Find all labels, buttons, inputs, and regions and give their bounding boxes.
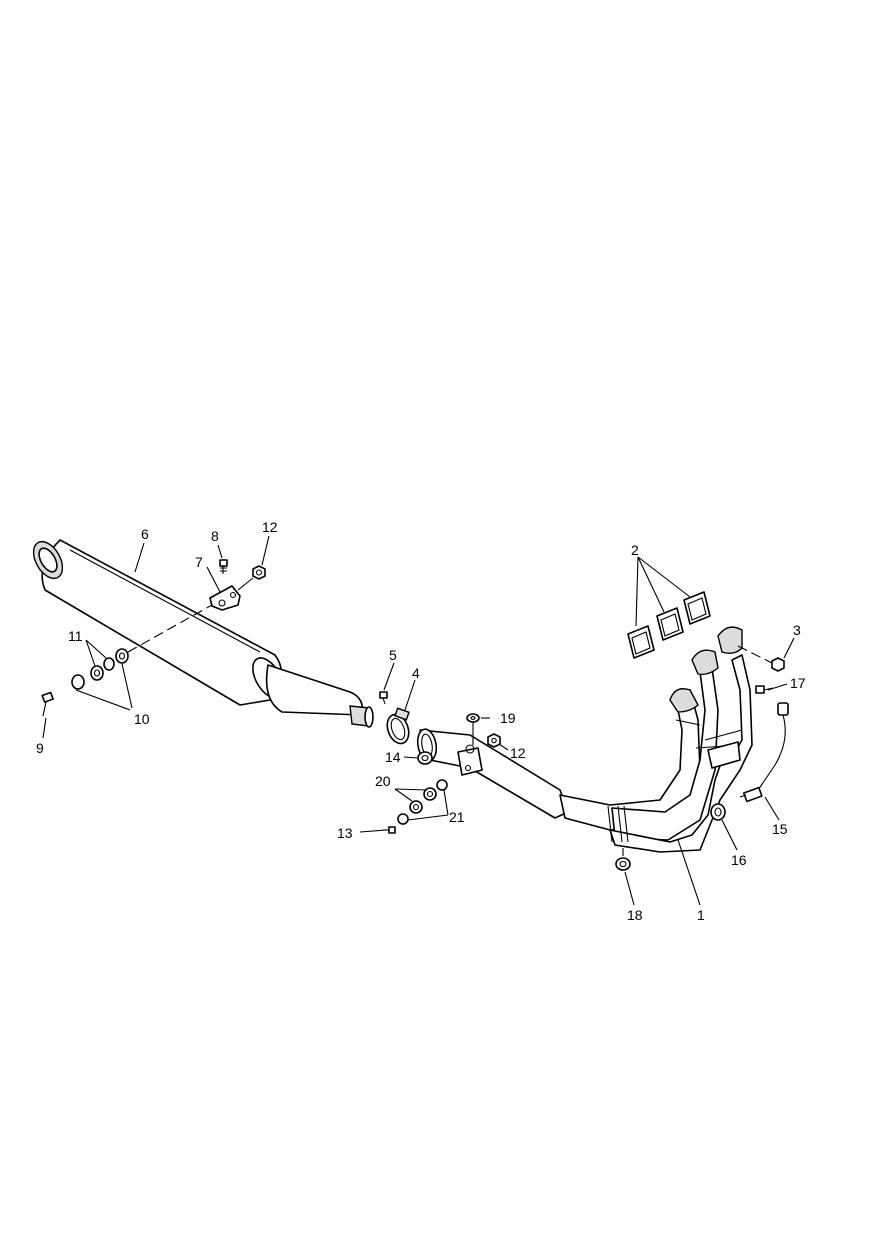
bracket-nut: [252, 565, 266, 580]
header-nut: [771, 657, 785, 672]
exhaust-header: [559, 626, 753, 853]
callout-10: 10: [134, 711, 150, 727]
silencer-mount-bolt: [41, 691, 54, 717]
callout-14: 14: [385, 749, 401, 765]
callout-19: 19: [500, 710, 516, 726]
callout-5: 5: [389, 647, 397, 663]
silencer-mounting-bracket: [209, 585, 241, 611]
callout-2: 2: [631, 542, 639, 558]
mounting-washers: [397, 779, 448, 825]
callout-18: 18: [627, 907, 643, 923]
clamp-bolt: [379, 691, 388, 705]
flange-gaskets: [627, 591, 711, 659]
callout-3: 3: [793, 622, 801, 638]
washer: [466, 713, 480, 723]
callout-6: 6: [141, 526, 149, 542]
callout-16: 16: [731, 852, 747, 868]
link-pipe-nut: [487, 733, 501, 748]
silencer: [32, 539, 374, 728]
callout-21: 21: [449, 809, 465, 825]
exhaust-clamp: [386, 707, 410, 745]
sealing-washer: [615, 857, 631, 871]
callout-12-lower: 12: [510, 745, 526, 761]
callout-1: 1: [697, 907, 705, 923]
callout-17: 17: [790, 675, 806, 691]
callout-labels: 1 2 3 4 5 6 7 8 9 10 11 12 12 13 14 15 1…: [36, 519, 806, 923]
callout-7: 7: [195, 554, 203, 570]
callout-11: 11: [68, 628, 83, 644]
bracket-bolt: [219, 559, 228, 574]
callout-4: 4: [412, 665, 420, 681]
callout-13: 13: [337, 825, 353, 841]
callout-9: 9: [36, 740, 44, 756]
callout-20: 20: [375, 773, 391, 789]
callout-8: 8: [211, 528, 219, 544]
leader-lines: [42, 535, 795, 906]
callout-12-upper: 12: [262, 519, 278, 535]
oxygen-sensor: [739, 702, 789, 803]
callout-15: 15: [772, 821, 788, 837]
rubber-bushes: [71, 648, 129, 690]
rubber-mount: [417, 751, 433, 765]
sensor-gasket: [710, 803, 726, 821]
